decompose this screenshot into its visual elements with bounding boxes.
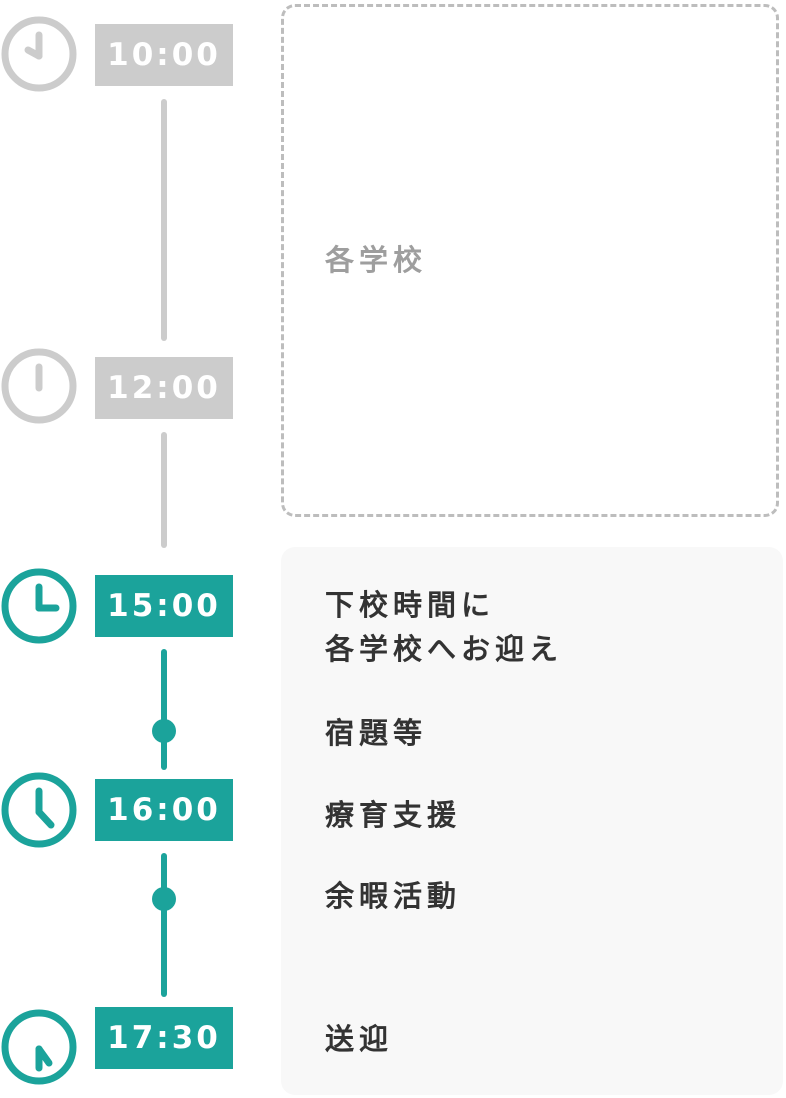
timeline-connector	[161, 99, 167, 341]
timeline-connector	[161, 432, 167, 548]
time-badge-1000: 10:00	[95, 24, 233, 86]
timeline-connector	[161, 649, 167, 770]
time-badge-1500: 15:00	[95, 575, 233, 637]
timeline-connector	[161, 853, 167, 997]
activity-leisure: 余暇活動	[325, 879, 462, 913]
after-school-schedule-box	[281, 547, 783, 1095]
timeline-dot	[152, 887, 176, 911]
time-badge-1600: 16:00	[95, 779, 233, 841]
time-badge-1730: 17:30	[95, 1007, 233, 1069]
timeline-dot	[152, 719, 176, 743]
activity-transport-home: 送迎	[325, 1022, 394, 1056]
school-label: 各学校	[325, 243, 428, 277]
school-time-box	[281, 4, 779, 517]
activity-homework: 宿題等	[325, 716, 428, 750]
clock-icon	[0, 1008, 78, 1086]
clock-icon	[0, 771, 78, 849]
activity-therapy-support: 療育支援	[325, 798, 462, 832]
time-badge-1200: 12:00	[95, 357, 233, 419]
clock-icon	[0, 567, 78, 645]
activity-pickup: 下校時間に 各学校へお迎え	[325, 588, 564, 666]
clock-icon	[0, 347, 78, 425]
clock-icon	[0, 15, 78, 93]
